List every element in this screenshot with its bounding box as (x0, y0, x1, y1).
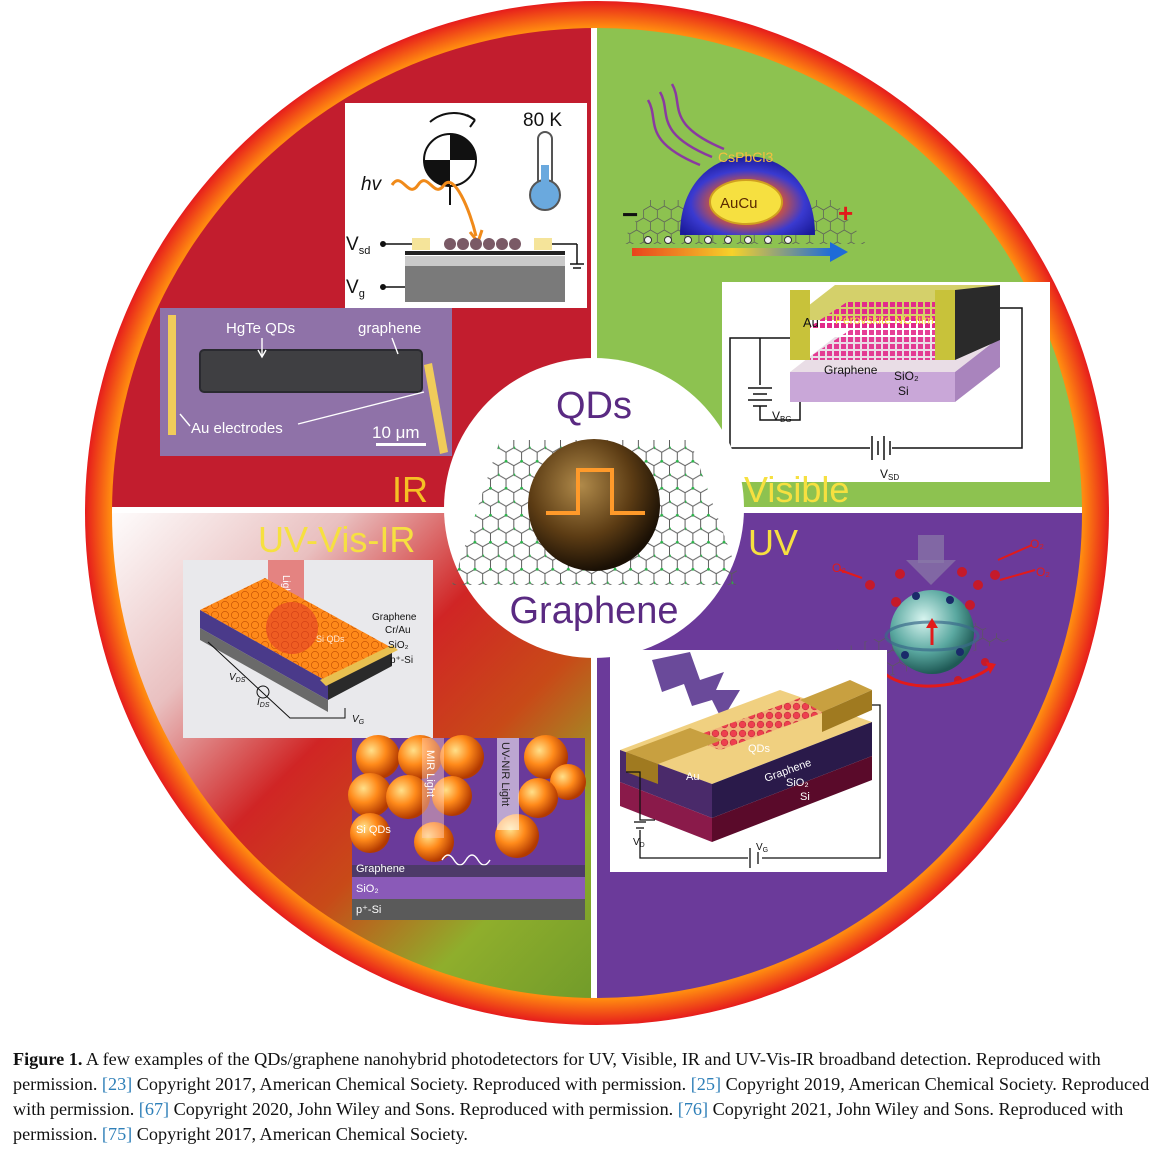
ir-label: IR (392, 469, 428, 510)
visible-label: Visible (744, 469, 849, 510)
lightning-icon (652, 652, 740, 720)
caption-text-4: Copyright 2020, John Wiley and Sons. Rep… (169, 1099, 678, 1119)
sio2-label-uv: SiO₂ (786, 777, 809, 789)
uvvisir-panel-a: Light Si QDs Graphene Cr/Au SiO₂ p⁺-Si V… (183, 560, 433, 738)
ir-temp-label: 80 K (523, 110, 562, 131)
visible-panel-a: AuCu CsPbCl3 − + (620, 83, 866, 262)
sio2-label-vis: SiO₂ (894, 369, 919, 383)
visible-circuit (729, 307, 1023, 460)
si-qd-spheres (348, 735, 586, 862)
graphene-label-b: Graphene (356, 863, 405, 875)
center-qd-sphere (528, 439, 660, 571)
figure-1: 80 K hv Vsd Vg (85, 1, 1109, 1025)
carrier-arrow (632, 248, 832, 256)
scale-bar (376, 443, 426, 446)
hv-label: hv (361, 174, 383, 195)
vsd-label: Vsd (346, 234, 370, 257)
aucu-label: AuCu (720, 195, 758, 212)
visible-panel-b: Au Perovskite NC film Graphene SiO₂ Si V… (722, 282, 1050, 482)
vds-label: VDS (229, 672, 246, 684)
photon-wave (390, 179, 478, 237)
vsd-label-vis: VSD (880, 467, 899, 482)
au-electrodes-label: Au electrodes (191, 420, 283, 437)
uvnir-label: UV-NIR Light (499, 742, 511, 806)
au-label-uv: Au (686, 771, 699, 783)
caption-text-1: A few examples of the QDs/graphene nanoh… (13, 1049, 1101, 1094)
caption-ref-67[interactable]: [67] (138, 1099, 170, 1119)
caption-text-6: Copyright 2017, American Chemical Societ… (132, 1124, 468, 1144)
uvvisir-panel-b: MIR Light UV-NIR Light Si QDs Graphene S… (348, 735, 586, 920)
hgte-label: HgTe QDs (226, 320, 295, 337)
hgte-flake (199, 349, 423, 393)
qds-label-uv: QDs (748, 743, 771, 755)
vbg-label: VBG (772, 409, 792, 424)
minus-sign: − (622, 199, 638, 230)
light-label-a: Light (280, 575, 291, 597)
center-graphene-label: Graphene (509, 590, 678, 632)
vd-label: VD (633, 837, 645, 849)
ir-panel-a: 80 K hv Vsd Vg (345, 103, 587, 308)
caption-ref-25[interactable]: [25] (690, 1074, 722, 1094)
sio2-label-a: SiO₂ (388, 640, 409, 651)
uv-label: UV (748, 522, 798, 563)
uv-panel-b: QDs Au Graphene SiO₂ Si VD VG (610, 650, 887, 872)
uvnir-beam (497, 738, 519, 830)
psi-label-a: p⁺-Si (390, 655, 413, 666)
o2-label-1: O₂ (1030, 537, 1044, 551)
si-label-vis: Si (898, 384, 909, 398)
graphene-label-a: Graphene (372, 612, 417, 623)
o2-label-3: O₂ (832, 561, 846, 575)
siqds-label-a: Si QDs (316, 634, 345, 644)
siqds-label-b: Si QDs (356, 824, 391, 836)
au-label-vis: Au (803, 315, 819, 330)
vg-label-uv: VG (756, 842, 768, 854)
uv-circuit (626, 704, 881, 868)
caption-ref-23[interactable]: [23] (101, 1074, 133, 1094)
square-pulse-icon (546, 468, 645, 515)
graphene-label-vis: Graphene (824, 363, 878, 377)
caption-text-2: Copyright 2017, American Chemical Societ… (132, 1074, 691, 1094)
chopper-icon (423, 112, 477, 205)
perovskite-label: Perovskite NC film (835, 313, 934, 327)
caption-label: Figure 1. (13, 1049, 83, 1069)
caption-ref-75[interactable]: [75] (101, 1124, 133, 1144)
qd-row (444, 238, 521, 250)
mir-label: MIR Light (424, 750, 436, 797)
ids-label: IDS (257, 697, 270, 709)
caption-text-3: Copyright 2019, American Chemical Societ… (13, 1074, 1150, 1119)
center-qds-label: QDs (556, 385, 632, 427)
mir-beam (422, 738, 444, 838)
caption-ref-76[interactable]: [76] (677, 1099, 709, 1119)
oxygen-molecules (865, 567, 1000, 684)
center-emblem: QDs Graphene (444, 358, 744, 658)
psi-label-b: p⁺-Si (356, 904, 381, 916)
thermometer-icon (529, 131, 561, 211)
si-label-uv: Si (800, 791, 810, 803)
plus-sign: + (838, 198, 853, 228)
crau-label-a: Cr/Au (385, 625, 411, 636)
vg-label-a: VG (352, 714, 365, 726)
caption-text-5: Copyright 2021, John Wiley and Sons. Rep… (13, 1099, 1124, 1144)
figure-caption: Figure 1. A few examples of the QDs/grap… (13, 1047, 1159, 1147)
cspbcl3-label: CsPbCl3 (718, 149, 773, 165)
vg-label: Vg (346, 277, 365, 300)
uvvisir-label: UV-Vis-IR (258, 519, 415, 560)
ir-panel-b: HgTe QDs graphene Au electrodes 10 μm (160, 308, 452, 456)
o2-label-2: O₂ (1036, 565, 1050, 579)
scale-bar-label: 10 μm (372, 423, 420, 442)
sio2-label-b: SiO₂ (356, 883, 379, 895)
graphene-label-ir: graphene (358, 320, 421, 337)
